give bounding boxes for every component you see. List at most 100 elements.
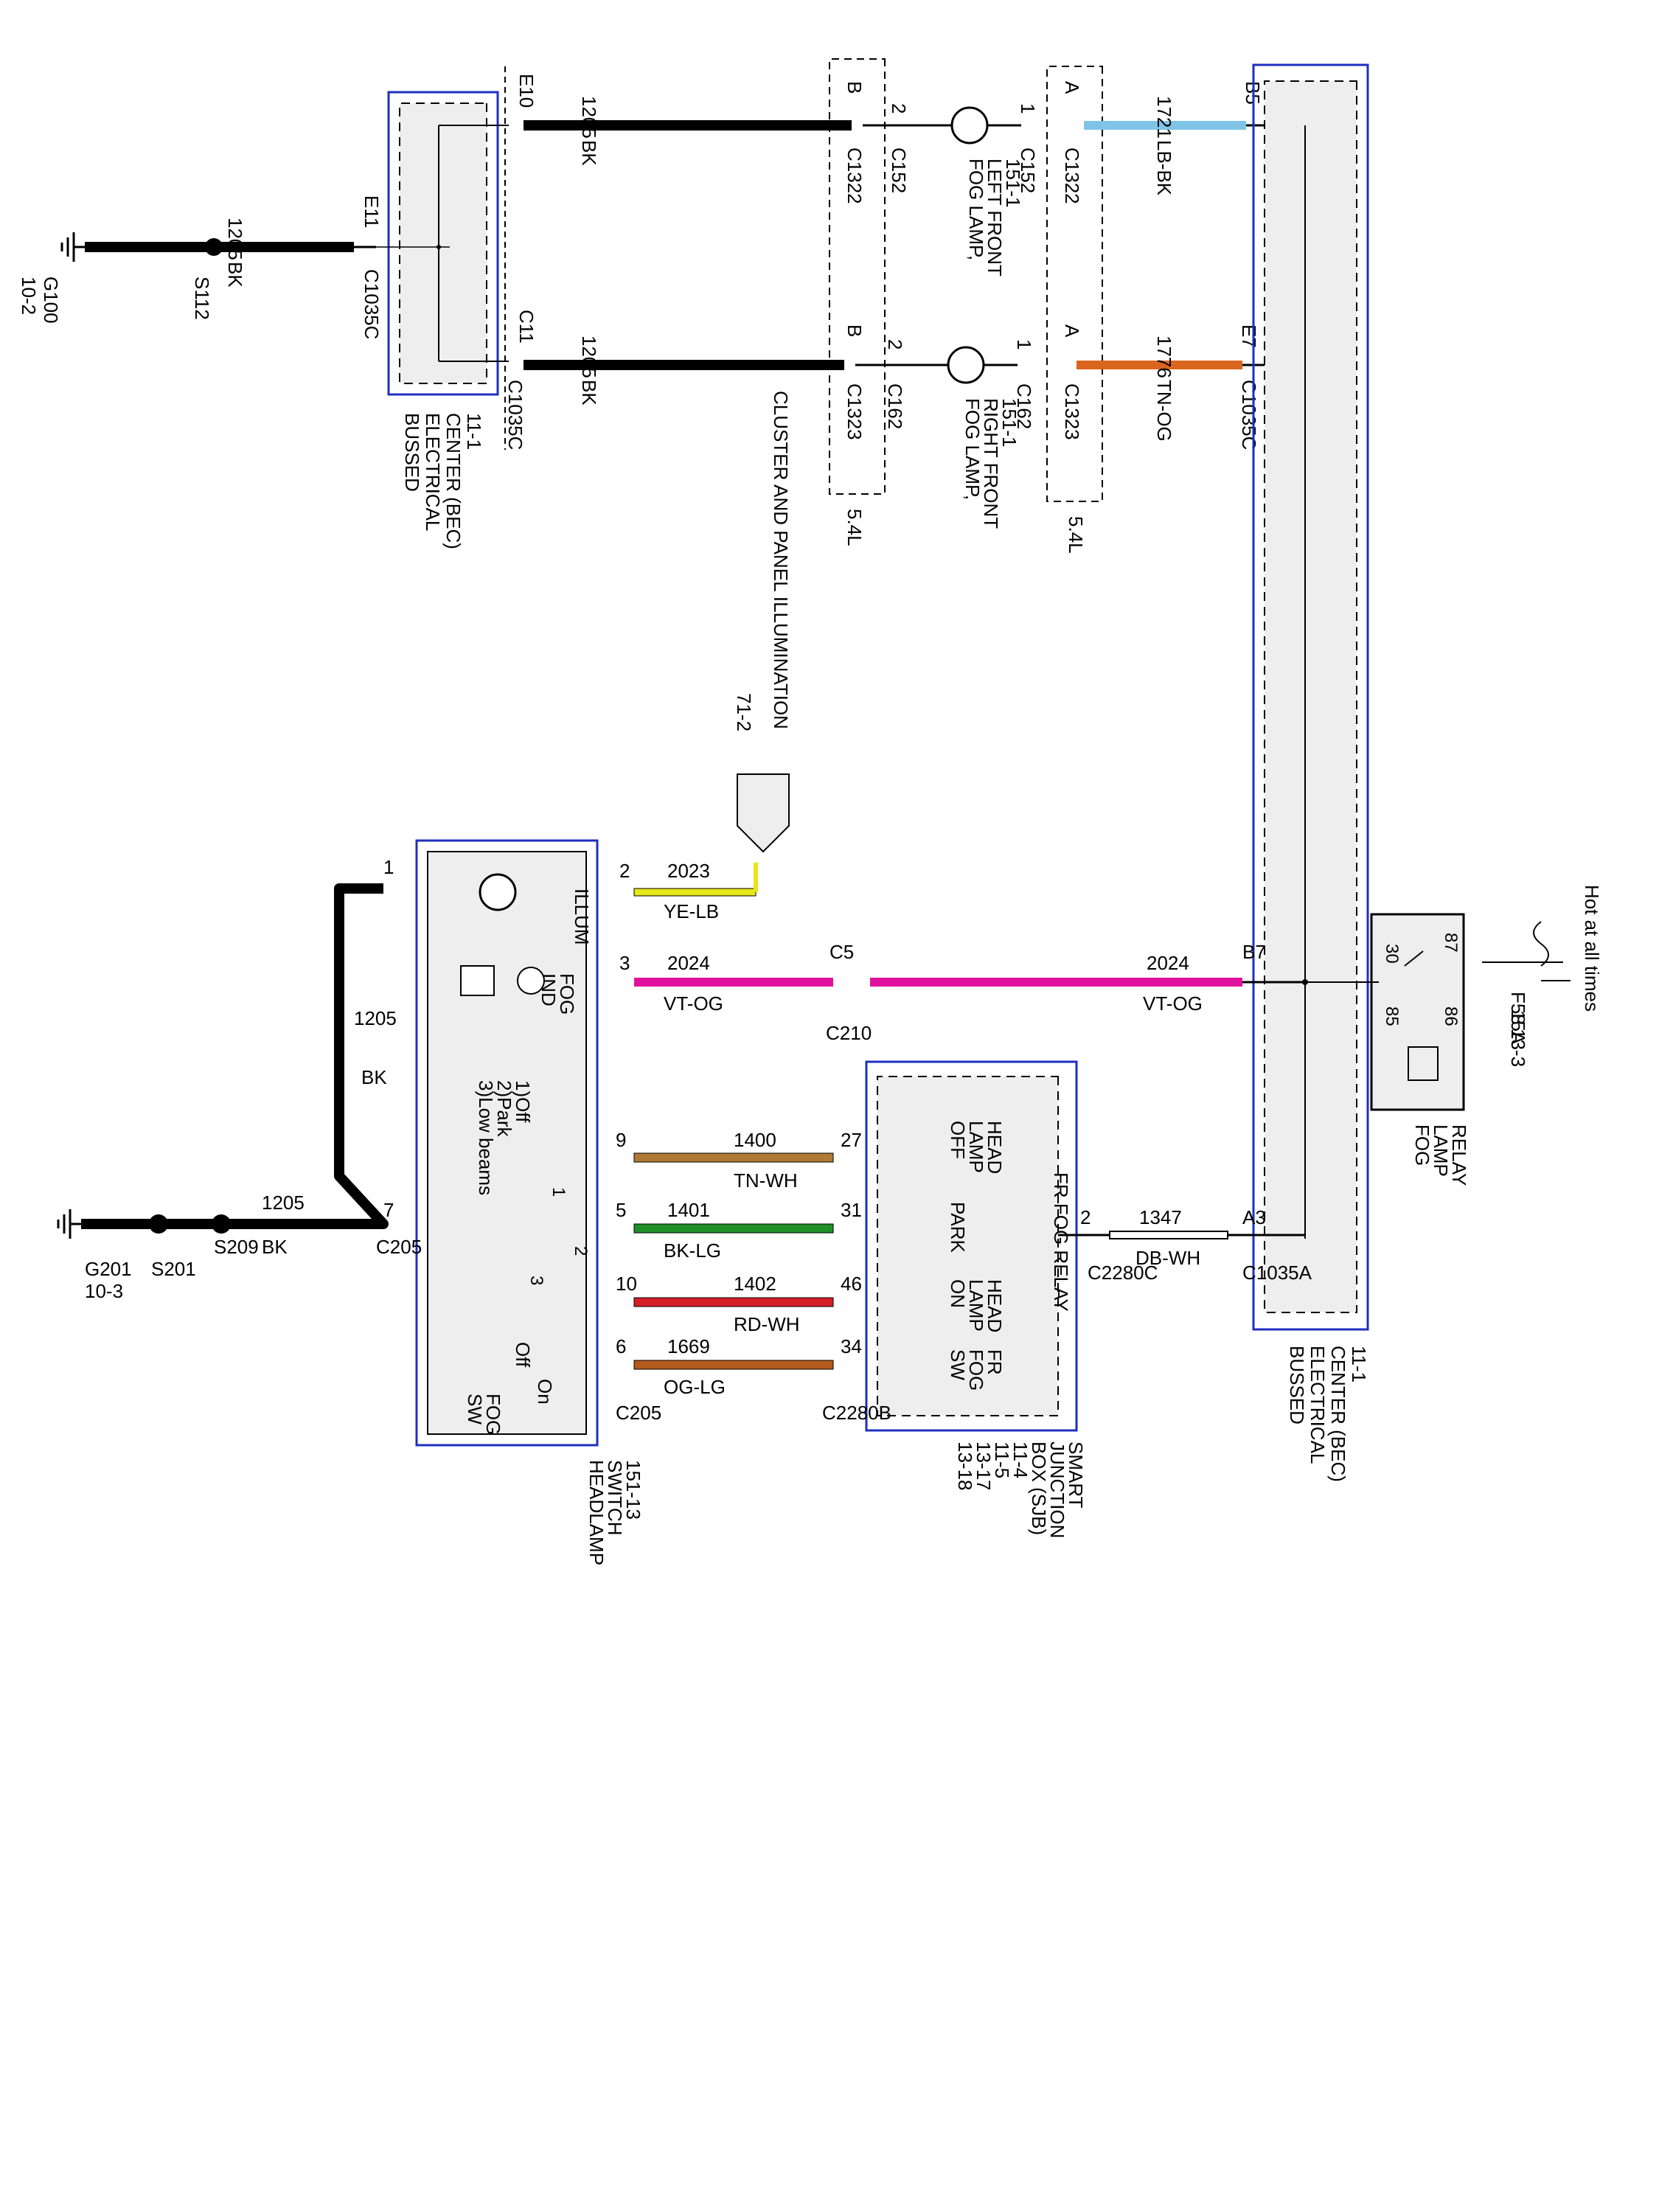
diagram-label: C162 — [884, 383, 906, 429]
diagram-label: 151-13 — [622, 1460, 644, 1520]
diagram-label: FOG — [965, 1349, 987, 1391]
diagram-label: 2)Park — [493, 1080, 515, 1138]
bec-left-inner — [399, 102, 487, 384]
wire-2023: 2023 YE-LB 2 — [619, 860, 758, 922]
diagram-label: 13-17 — [973, 1441, 995, 1491]
diagram-label: 10-3 — [85, 1280, 123, 1302]
bec-left-box — [387, 91, 499, 396]
diagram-label: 2024 — [667, 952, 710, 974]
splice-s201 — [149, 1214, 168, 1234]
wire-1401: 1401 BK-LG 5 31 — [616, 1199, 862, 1262]
diagram-label: 10 — [616, 1273, 637, 1295]
diagram-label: 11-4 — [1009, 1441, 1032, 1478]
diagram-label: 9 — [616, 1129, 626, 1151]
diagram-label: C2280C — [1088, 1262, 1158, 1284]
diagram-label: A — [1061, 81, 1083, 94]
diagram-label: 151-1 — [1002, 159, 1024, 208]
diagram-label: 2023 — [667, 860, 710, 882]
diagram-label: C210 — [826, 1022, 872, 1044]
diagram-label: 3 — [526, 1276, 546, 1285]
diagram-label: 1669 — [667, 1335, 710, 1357]
diagram-label: C1323 — [844, 383, 866, 440]
splice-s209 — [212, 1214, 231, 1234]
diagram-label: E7 — [1238, 324, 1260, 348]
diagram-label: 15A — [1507, 1010, 1529, 1045]
diagram-label: ILLUM — [571, 888, 593, 945]
hot-at-all-times: Hot at all times — [1581, 885, 1603, 1012]
diagram-label: FR FOG RELAY — [1050, 1172, 1072, 1312]
fog-lamp-left-front — [950, 106, 989, 145]
diagram-label: F58 — [1507, 992, 1529, 1025]
diagram-label: 11-1 — [463, 413, 485, 450]
diagram-label: 1205 — [578, 335, 600, 378]
diagram-label: C205 — [616, 1402, 661, 1424]
diagram-label: CENTER (BEC) — [1327, 1346, 1349, 1482]
diagram-label: B — [844, 324, 866, 337]
diagram-label: 6 — [616, 1335, 626, 1357]
diagram-label: OG-LG — [664, 1376, 726, 1398]
diagram-label: Off — [512, 1342, 534, 1368]
diagram-label: 5 — [616, 1199, 626, 1221]
fog-ind-resistor — [460, 965, 495, 996]
diagram-label: 1 — [1017, 103, 1039, 114]
diagram-label: S201 — [151, 1258, 196, 1280]
diagram-label: TN-OG — [1153, 380, 1175, 442]
diagram-label: 11-5 — [991, 1441, 1013, 1478]
bec-right-label: BUSSED ELECTRICAL CENTER (BEC) 11-1 — [1286, 1346, 1370, 1482]
ground-g201-id: G201 — [85, 1258, 132, 1280]
diagram-label: VT-OG — [664, 992, 723, 1015]
diagram-label: 2024 — [1147, 952, 1189, 974]
fog-ind-lamp — [517, 967, 545, 995]
diagram-label: 2 — [1080, 1206, 1091, 1228]
cluster-illum-label: CLUSTER AND PANEL ILLUMINATION — [770, 391, 792, 729]
diagram-label: ELECTRICAL — [1307, 1346, 1329, 1464]
diagram-label: RD-WH — [734, 1313, 800, 1335]
headlamp-switch — [415, 839, 599, 1447]
fuse-f58 — [1533, 921, 1549, 967]
diagram-label: BK — [224, 262, 246, 288]
diagram-label: BK — [262, 1236, 288, 1258]
diagram-label: S112 — [191, 276, 213, 320]
diagram-label: B7 — [1242, 941, 1266, 963]
diagram-label: ON — [947, 1279, 969, 1308]
rotated-diagram: BUSSED ELECTRICAL CENTER (BEC) 11-1 1205… — [18, 58, 1603, 1565]
smart-junction-box — [865, 1060, 1078, 1432]
diagram-label: E10 — [515, 74, 538, 108]
diagram-label: C1035C — [504, 380, 526, 450]
bec-right-box — [1252, 63, 1369, 1331]
diagram-label: HEAD — [984, 1279, 1006, 1332]
diagram-label: FOG LAMP, — [965, 159, 987, 260]
headlamp-switch-label: HEADLAMP SWITCH 151-13 — [585, 1460, 644, 1565]
wire-1669: 1669 OG-LG 6 34 C2280B — [616, 1335, 891, 1424]
diagram-label: BOX (SJB) — [1028, 1441, 1050, 1535]
diagram-label: C1035C — [361, 269, 383, 339]
diagram-label: 1401 — [667, 1199, 710, 1221]
relay-label: FOG LAMP RELAY — [1411, 1124, 1470, 1186]
diagram-label: 1 — [1013, 339, 1035, 349]
fog-lamp-left-label: FOG LAMP, LEFT FRONT 151-1 — [965, 159, 1024, 276]
diagram-label: FR — [984, 1349, 1006, 1375]
diagram-label: 71-2 — [733, 693, 755, 731]
diagram-label: On — [534, 1379, 556, 1405]
sjb-label: SMART JUNCTION BOX (SJB) 11-4 11-5 13-17… — [954, 1441, 1087, 1538]
diagram-label: 87 — [1441, 933, 1461, 953]
diagram-label: LB-BK — [1153, 140, 1175, 196]
diagram-label: HEAD — [984, 1121, 1006, 1174]
ground-g100-id: G100 — [40, 276, 62, 324]
bec-left-label: BUSSED ELECTRICAL CENTER (BEC) 11-1 — [401, 413, 485, 549]
diagram-label: 2 — [619, 860, 630, 882]
diagram-label: C5 — [830, 941, 854, 963]
diagram-label: LAMP — [965, 1279, 987, 1332]
diagram-label: FOG LAMP, — [961, 398, 984, 500]
diagram-label: 13-18 — [954, 1441, 976, 1491]
diagram-label: SWITCH — [604, 1460, 626, 1536]
diagram-label: 11-1 — [1348, 1346, 1370, 1382]
diagram-label: 86 — [1441, 1006, 1461, 1026]
diagram-label: CENTER (BEC) — [442, 413, 465, 549]
diagram-label: C205 — [376, 1236, 422, 1258]
diagram-label: 85 — [1382, 1006, 1402, 1026]
diagram-label: C1322 — [1061, 147, 1083, 204]
diagram-label: 27 — [841, 1129, 862, 1151]
diagram-label: 31 — [841, 1199, 862, 1221]
